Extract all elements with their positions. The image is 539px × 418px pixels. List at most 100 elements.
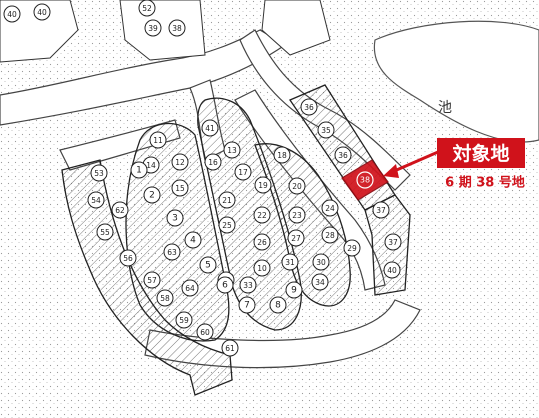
plot-circle-25[interactable] <box>218 216 236 234</box>
plot-number-14: 14 <box>146 161 156 170</box>
plot-circle-12[interactable] <box>171 153 189 171</box>
plot-number-33: 33 <box>243 281 253 290</box>
plot-number-55: 55 <box>100 228 110 237</box>
plot-number-7: 7 <box>244 301 250 311</box>
plot-number-57: 57 <box>147 276 157 285</box>
plot-circle-60[interactable] <box>196 323 214 341</box>
plot-circle-5[interactable] <box>199 256 217 274</box>
plot-circle-10[interactable] <box>253 259 271 277</box>
plot-number-59: 59 <box>179 316 189 325</box>
plot-circle-59[interactable] <box>175 311 193 329</box>
plot-circle-27[interactable] <box>287 229 305 247</box>
plot-number-24: 24 <box>325 204 335 213</box>
plot-number-39: 39 <box>148 24 158 33</box>
plot-number-58: 58 <box>160 294 170 303</box>
plot-number-37: 37 <box>388 238 398 247</box>
plot-number-54: 54 <box>91 196 101 205</box>
plot-circle-6[interactable] <box>216 276 234 294</box>
plot-circle-36[interactable] <box>334 146 352 164</box>
plot-circle-64[interactable] <box>181 279 199 297</box>
plot-circle-35[interactable] <box>317 121 335 139</box>
plot-number-12: 12 <box>175 158 185 167</box>
plot-circle-37[interactable] <box>372 201 390 219</box>
plot-circle-62[interactable] <box>111 201 129 219</box>
plot-number-11: 11 <box>153 136 163 145</box>
plot-number-25: 25 <box>222 221 232 230</box>
plot-number-64: 64 <box>185 284 195 293</box>
plot-circle-4[interactable] <box>184 231 202 249</box>
plot-number-29: 29 <box>347 244 357 253</box>
plot-number-56: 56 <box>123 254 133 263</box>
plot-circle-40[interactable] <box>3 5 21 23</box>
plot-number-35: 35 <box>321 126 331 135</box>
plot-circle-11[interactable] <box>149 131 167 149</box>
pond-label: 池 <box>438 100 452 116</box>
plot-circle-18[interactable] <box>273 146 291 164</box>
callout-arrow-line <box>391 150 439 174</box>
plot-number-60: 60 <box>200 328 210 337</box>
plot-number-37: 37 <box>376 206 386 215</box>
plot-circle-24[interactable] <box>321 199 339 217</box>
plot-circle-30[interactable] <box>312 253 330 271</box>
plot-circle-21[interactable] <box>218 191 236 209</box>
plot-number-15: 15 <box>175 184 185 193</box>
plot-circle-29[interactable] <box>343 239 361 257</box>
plot-circle-39[interactable] <box>144 19 162 37</box>
plot-circle-26[interactable] <box>253 233 271 251</box>
plot-circle-31[interactable] <box>281 253 299 271</box>
plot-number-22: 22 <box>257 211 267 220</box>
plot-circle-20[interactable] <box>288 177 306 195</box>
plot-circle-57[interactable] <box>143 271 161 289</box>
target-plot-38[interactable] <box>341 159 389 201</box>
plot-number-13: 13 <box>227 146 237 155</box>
plot-number-4: 4 <box>190 236 196 246</box>
plot-circle-8[interactable] <box>269 296 287 314</box>
plot-circle-28[interactable] <box>321 226 339 244</box>
plot-number-26: 26 <box>257 238 267 247</box>
callout-arrow-head <box>383 164 399 178</box>
plot-circle-13[interactable] <box>223 141 241 159</box>
plot-circle-34[interactable] <box>311 273 329 291</box>
plot-circle-40[interactable] <box>33 3 51 21</box>
callout-box <box>437 138 525 168</box>
plot-number-40: 40 <box>387 266 397 275</box>
plot-circle-16[interactable] <box>204 153 222 171</box>
plot-circle-56[interactable] <box>119 249 137 267</box>
plot-circle-63[interactable] <box>163 243 181 261</box>
plot-circle-58[interactable] <box>156 289 174 307</box>
plot-number-8: 8 <box>275 301 281 311</box>
plot-circle-17[interactable] <box>234 163 252 181</box>
plot-circle-9[interactable] <box>285 281 303 299</box>
plot-circle-41[interactable] <box>201 119 219 137</box>
target-plot-38-marker <box>356 171 374 189</box>
plot-circle-61[interactable] <box>221 339 239 357</box>
plot-circle-52[interactable] <box>138 0 156 17</box>
plot-number-16: 16 <box>208 158 218 167</box>
plot-circle-15[interactable] <box>171 179 189 197</box>
plot-number-3: 3 <box>172 214 178 224</box>
plot-circle-37[interactable] <box>384 233 402 251</box>
plot-circle-33[interactable] <box>239 276 257 294</box>
plot-circle-7[interactable] <box>238 296 256 314</box>
plot-circle-55[interactable] <box>96 223 114 241</box>
plot-circle-22[interactable] <box>253 206 271 224</box>
plot-circle-19[interactable] <box>254 176 272 194</box>
plot-number-63: 63 <box>167 248 177 257</box>
plot-number-9: 9 <box>291 286 297 296</box>
plot-circle-36[interactable] <box>300 98 318 116</box>
plot-circle-23[interactable] <box>288 206 306 224</box>
plot-circle-2[interactable] <box>143 186 161 204</box>
plot-circle-53[interactable] <box>90 164 108 182</box>
plot-number-23: 23 <box>292 211 302 220</box>
plot-circle-38[interactable] <box>168 19 186 37</box>
plot-circle-3[interactable] <box>166 209 184 227</box>
plot-circle-40[interactable] <box>383 261 401 279</box>
upper-left-lots <box>0 0 331 63</box>
plot-number-34: 34 <box>315 278 325 287</box>
plot-circle-54[interactable] <box>87 191 105 209</box>
plot-circle-1[interactable] <box>130 161 148 179</box>
plot-number-20: 20 <box>292 182 302 191</box>
